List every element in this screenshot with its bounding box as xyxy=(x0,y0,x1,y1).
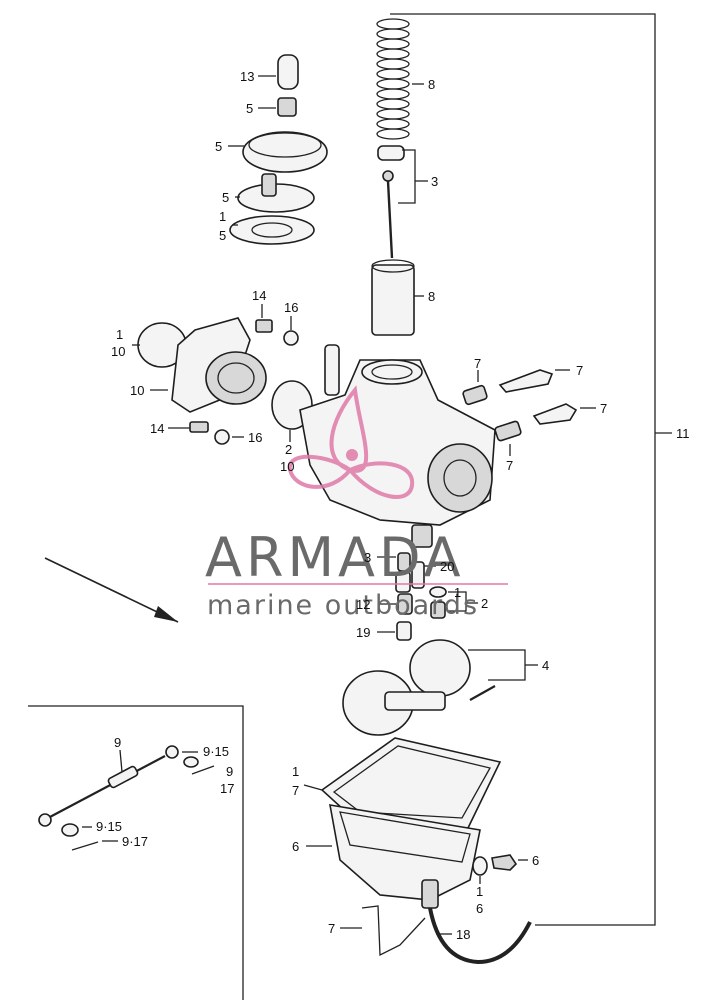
callout-5: 5 xyxy=(219,228,226,243)
jet-needle xyxy=(377,145,405,259)
callout-7: 7 xyxy=(506,458,513,473)
callout-10: 10 xyxy=(130,383,144,398)
callout-2: 2 xyxy=(481,596,488,611)
throttle-spring xyxy=(376,18,410,140)
jets xyxy=(395,552,447,641)
callout-20: 20 xyxy=(440,559,454,574)
callout-7: 7 xyxy=(576,363,583,378)
adjust-screws xyxy=(462,369,578,442)
callout-8: 8 xyxy=(428,77,435,92)
overflow-wire xyxy=(361,905,426,957)
callout-6: 6 xyxy=(476,901,483,916)
callout-7: 7 xyxy=(328,921,335,936)
inset-frame xyxy=(28,705,244,1000)
callout-12: 12 xyxy=(356,597,370,612)
callout-19: 19 xyxy=(356,625,370,640)
callout-2: 2 xyxy=(285,442,292,457)
callout-6: 6 xyxy=(532,853,539,868)
throttle-valve xyxy=(371,259,415,336)
float xyxy=(342,639,496,736)
callout-14: 14 xyxy=(150,421,164,436)
callout-10: 10 xyxy=(280,459,294,474)
callout-1: 1 xyxy=(219,209,226,224)
callout-1: 1 xyxy=(454,585,461,600)
callout-4: 4 xyxy=(542,658,549,673)
callout-6: 6 xyxy=(292,839,299,854)
leader-11 xyxy=(390,13,656,926)
callout-9-15: 9·15 xyxy=(96,819,122,834)
callout-9-15: 9·15 xyxy=(203,744,229,759)
callout-14: 14 xyxy=(252,288,266,303)
callout-8: 8 xyxy=(428,289,435,304)
callout-3: 3 xyxy=(364,550,371,565)
callout-1: 1 xyxy=(476,884,483,899)
callout-10: 10 xyxy=(111,344,125,359)
callout-9: 9 xyxy=(226,764,233,779)
mount-bolts xyxy=(189,319,299,445)
carburetor-body xyxy=(299,344,496,548)
float-chamber xyxy=(329,804,518,909)
top-cap xyxy=(237,173,315,213)
callout-7: 7 xyxy=(600,401,607,416)
intake-insulator xyxy=(137,317,313,430)
callout-11: 11 xyxy=(676,426,690,441)
callout-17: 17 xyxy=(220,781,234,796)
callout-5: 5 xyxy=(222,190,229,205)
drain-tube xyxy=(428,907,532,965)
callout-9: 9 xyxy=(114,735,121,750)
watermark-tagline: marine outboards xyxy=(207,590,479,621)
callout-1: 1 xyxy=(116,327,123,342)
callout-5: 5 xyxy=(215,139,222,154)
callout-16: 16 xyxy=(248,430,262,445)
top-cap-ring xyxy=(242,131,328,173)
direction-arrow xyxy=(44,557,179,623)
callout-13: 13 xyxy=(240,69,254,84)
cable-adjuster xyxy=(277,54,299,117)
callout-3: 3 xyxy=(431,174,438,189)
watermark-brand: ARMADA xyxy=(205,526,465,589)
callout-5: 5 xyxy=(246,101,253,116)
top-cap-gasket xyxy=(229,215,315,245)
callout-9-17: 9·17 xyxy=(122,834,148,849)
callout-7: 7 xyxy=(474,356,481,371)
choke-rod xyxy=(38,745,215,851)
brand-logo-icon xyxy=(287,385,415,499)
callout-7: 7 xyxy=(292,783,299,798)
callout-18: 18 xyxy=(456,927,470,942)
callout-1: 1 xyxy=(292,764,299,779)
callout-16: 16 xyxy=(284,300,298,315)
